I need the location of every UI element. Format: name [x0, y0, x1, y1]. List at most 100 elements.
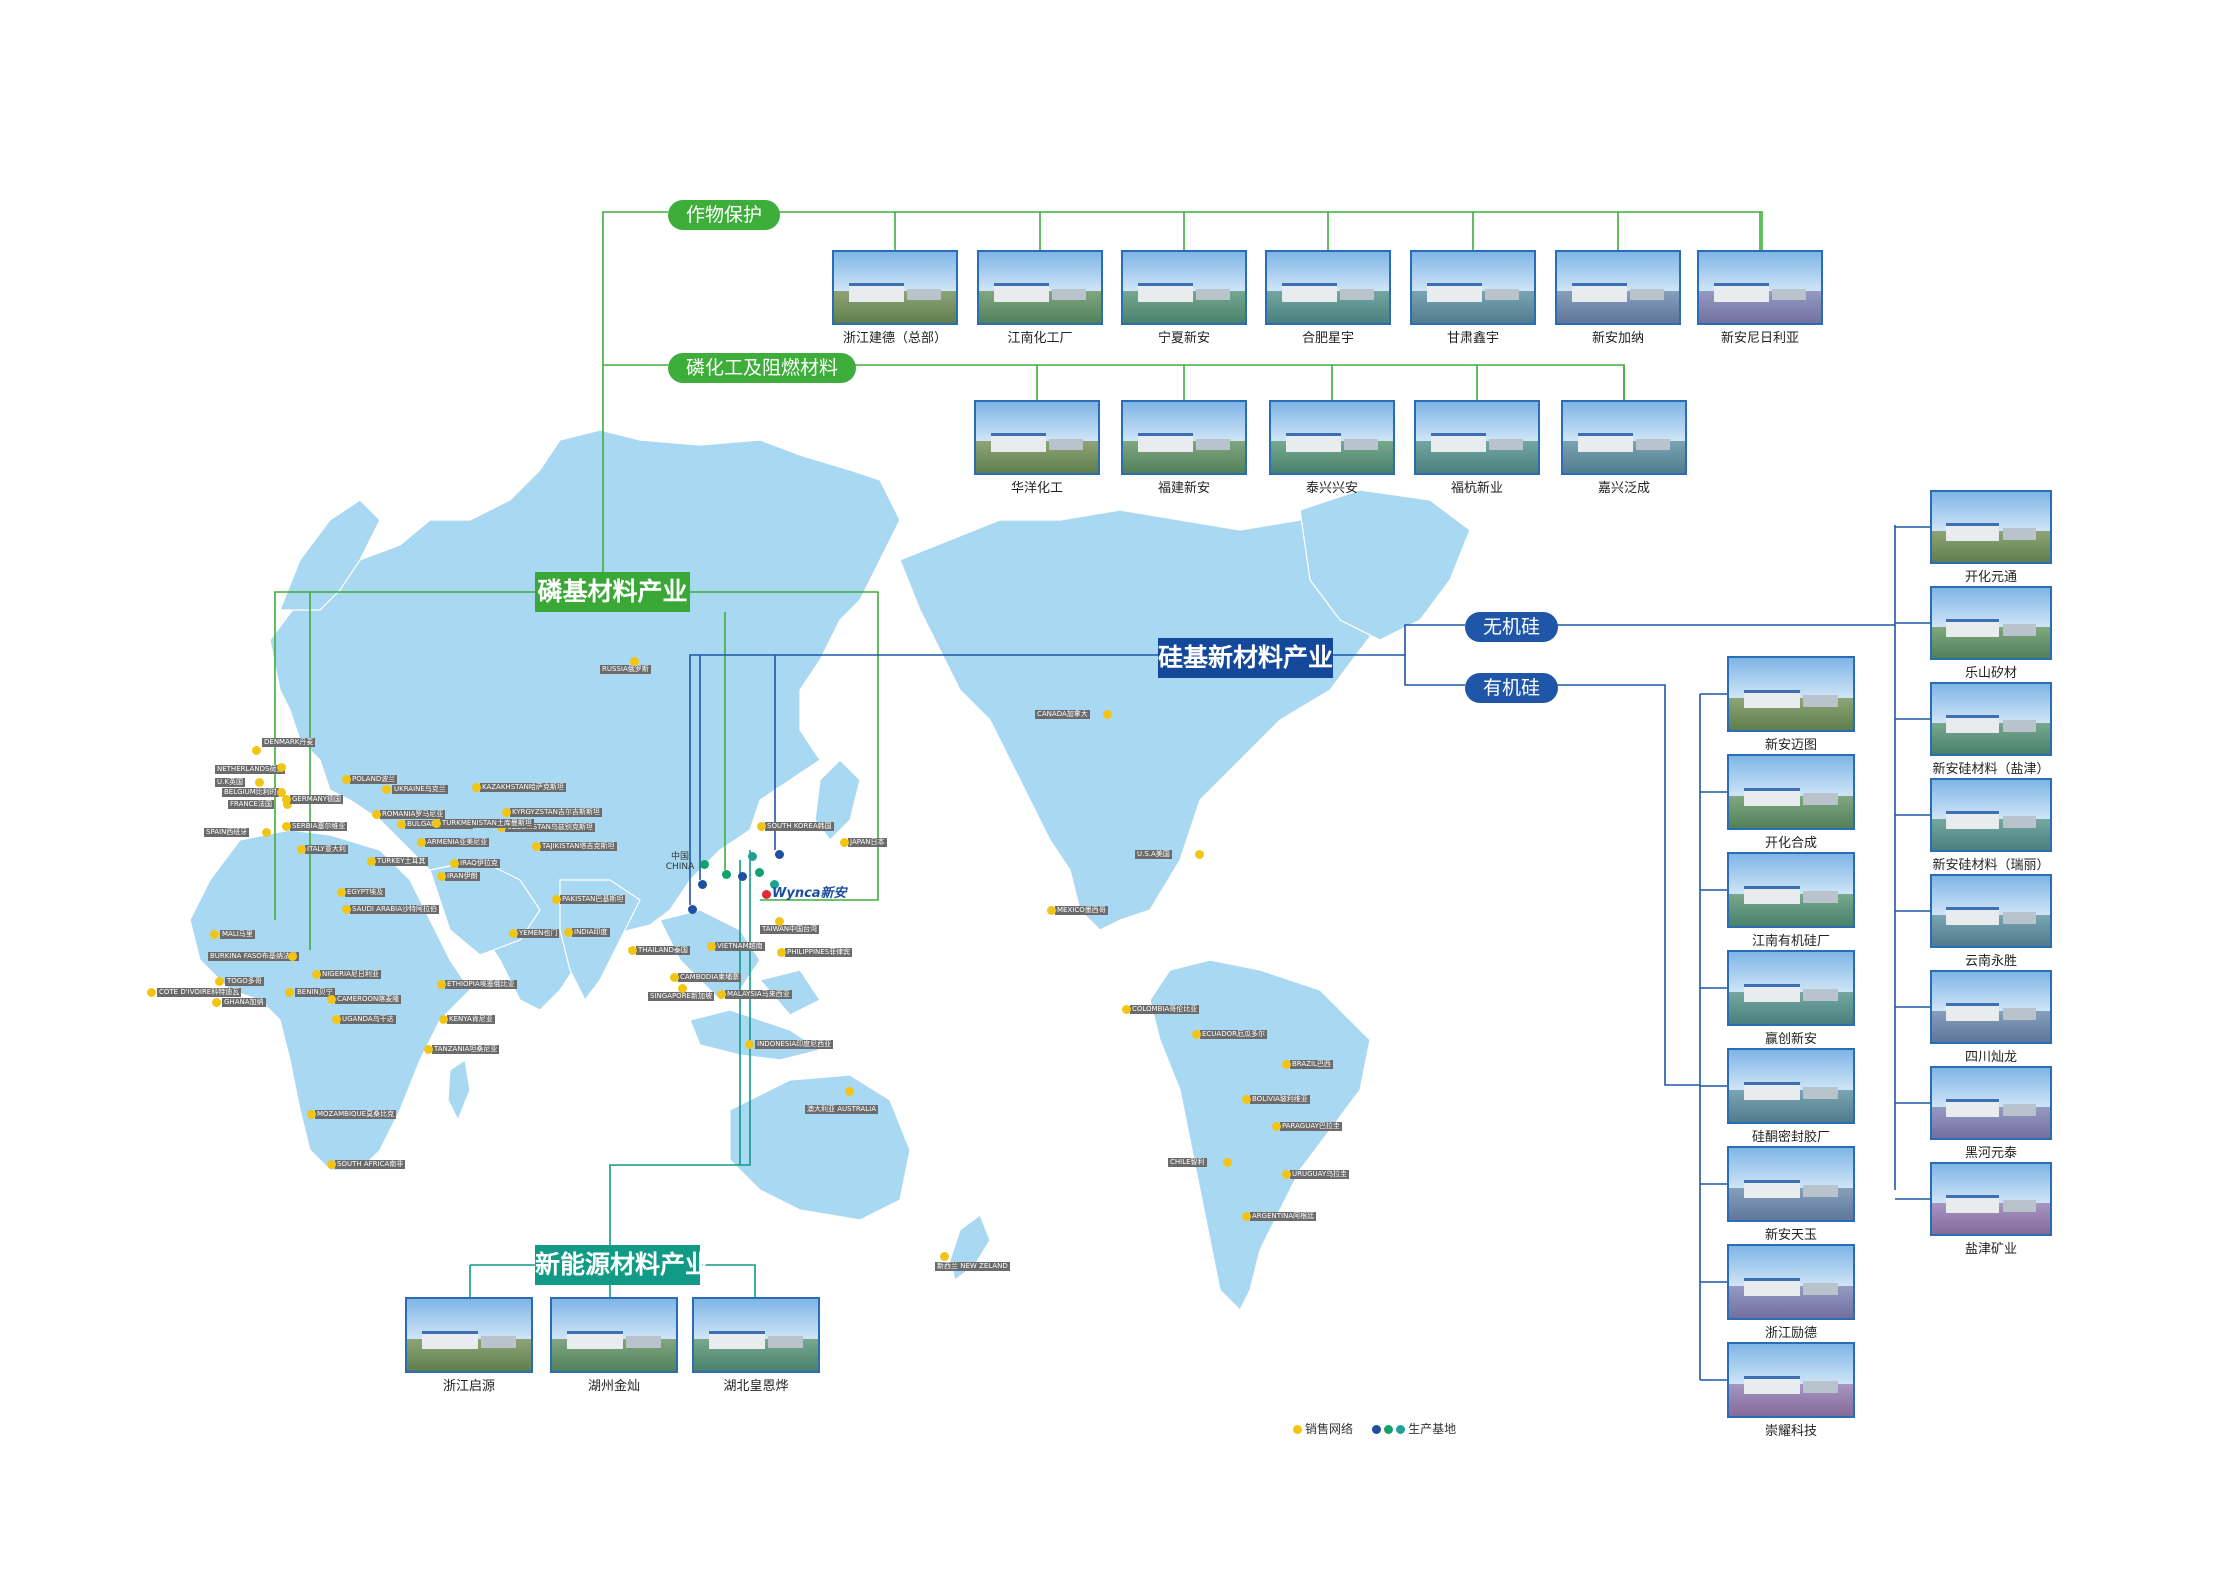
sales-network-dot — [397, 820, 406, 829]
country-label: TAJIKISTAN塔吉克斯坦 — [540, 842, 617, 851]
sales-network-dot — [678, 984, 687, 993]
organic-site-4: 硅酮密封胶厂 — [1727, 1048, 1855, 1145]
site-photo — [1930, 1162, 2052, 1236]
country-label: RUSSIA俄罗斯 — [600, 665, 651, 674]
country-label: SINGAPORE新加坡 — [648, 992, 714, 1001]
site-caption: 开化元通 — [1964, 570, 2017, 585]
sales-network-dot — [1282, 1170, 1291, 1179]
country-label: NETHERLANDS荷兰 — [215, 765, 286, 774]
silicon-industry-heading: 硅基新材料产业 — [1158, 638, 1333, 678]
country-label: PARAGUAY巴拉圭 — [1280, 1122, 1342, 1131]
site-caption: 湖北皇恩烨 — [723, 1379, 789, 1394]
country-label: URUGUAY乌拉圭 — [1290, 1170, 1350, 1179]
sales-network-dot — [757, 822, 766, 831]
country-label: SAUDI ARABIA沙特阿拉伯 — [350, 905, 439, 914]
country-label: JAPAN日本 — [848, 838, 887, 847]
sales-network-dot — [252, 746, 261, 755]
sales-network-dot — [277, 763, 286, 772]
country-label: INDIA印度 — [572, 928, 610, 937]
country-label: BURKINA FASO布基纳法索 — [208, 952, 299, 961]
site-caption: 云南永胜 — [1964, 954, 2017, 969]
country-label: COLOMBIA哥伦比亚 — [1130, 1005, 1200, 1014]
site-caption: 四川灿龙 — [1964, 1050, 2017, 1065]
site-photo — [692, 1297, 820, 1373]
sales-network-dot — [940, 1252, 949, 1261]
sales-network-dot — [372, 810, 381, 819]
site-caption: 华洋化工 — [1010, 481, 1063, 496]
sales-network-dot — [307, 1110, 316, 1119]
sales-network-dot — [745, 1040, 754, 1049]
country-label: 新西兰 NEW ZELAND — [935, 1262, 1010, 1271]
sales-network-dot — [255, 778, 264, 787]
production-dot-icon-teal — [1396, 1425, 1406, 1434]
sales-network-dot — [439, 1015, 448, 1024]
site-caption: 新安硅材料（瑞丽） — [1932, 858, 2050, 873]
country-label: SOUTH AFRICA南非 — [335, 1160, 406, 1169]
country-label: UZBEKISTAN乌兹别克斯坦 — [505, 823, 595, 832]
site-photo — [1410, 250, 1536, 325]
organic-site-3: 赢创新安 — [1727, 950, 1855, 1047]
sales-network-dot — [432, 819, 441, 828]
production-base-dot — [738, 872, 747, 881]
sales-network-dot — [342, 775, 351, 784]
country-label: 澳大利亚 AUSTRALIA — [805, 1105, 878, 1114]
site-photo — [1265, 250, 1391, 325]
phosphorus-industry-heading: 磷基材料产业 — [535, 572, 690, 612]
production-base-dot — [770, 880, 779, 889]
country-label: POLAND波兰 — [350, 775, 398, 784]
site-caption: 福杭新业 — [1450, 481, 1503, 496]
production-base-dot — [748, 852, 757, 861]
country-label: SERBIA塞尔维亚 — [290, 822, 348, 831]
organic-silicon-pill: 有机硅 — [1465, 673, 1559, 703]
sales-network-dot — [1192, 1030, 1201, 1039]
site-photo — [1121, 250, 1247, 325]
sales-network-dot — [215, 977, 224, 986]
site-caption: 开化合成 — [1764, 836, 1817, 851]
country-label: SPAIN西班牙 — [204, 828, 250, 837]
crop-site-2: 宁夏新安 — [1121, 250, 1247, 346]
sales-network-dot — [707, 942, 716, 951]
production-dot-icon-green — [1384, 1425, 1394, 1434]
sales-network-dot — [532, 842, 541, 851]
new-energy-industry-heading: 新能源材料产业 — [535, 1245, 710, 1285]
sales-network-dot — [502, 808, 511, 817]
sales-network-dot — [312, 970, 321, 979]
sales-network-dot — [1282, 1060, 1291, 1069]
sales-network-dot — [288, 952, 297, 961]
site-photo — [1930, 778, 2052, 852]
country-label: VIETNAM越南 — [715, 942, 765, 951]
site-photo — [1930, 682, 2052, 756]
country-label: KAZAKHSTAN哈萨克斯坦 — [480, 783, 566, 792]
site-caption: 乐山矽材 — [1964, 666, 2017, 681]
country-label: U.S.A美国 — [1135, 850, 1172, 859]
country-label: BOLIVIA玻利维亚 — [1250, 1095, 1310, 1104]
site-photo — [550, 1297, 678, 1373]
country-label: IRAN伊朗 — [445, 872, 480, 881]
site-photo — [1930, 586, 2052, 660]
sales-network-dot — [424, 1045, 433, 1054]
production-base-dot — [775, 850, 784, 859]
site-caption: 崇耀科技 — [1764, 1424, 1817, 1439]
site-photo — [1561, 400, 1687, 475]
production-dot-icon-blue — [1372, 1425, 1382, 1434]
organic-site-1: 开化合成 — [1727, 754, 1855, 851]
sales-network-dot — [262, 828, 271, 837]
crop-site-4: 甘肃鑫宇 — [1410, 250, 1536, 346]
site-caption: 浙江启源 — [442, 1379, 495, 1394]
site-caption: 合肥星宇 — [1301, 331, 1354, 346]
sales-network-dot — [282, 795, 291, 804]
sales-network-dot — [297, 845, 306, 854]
crop-site-0: 浙江建德（总部） — [832, 250, 958, 346]
sales-dot-icon — [1293, 1425, 1302, 1434]
site-photo — [1727, 1048, 1855, 1124]
sales-network-dot — [417, 838, 426, 847]
country-label: MEXICO墨西哥 — [1055, 906, 1108, 915]
country-label: YEMEN也门 — [517, 929, 560, 938]
country-label: CANADA加拿大 — [1035, 710, 1090, 719]
country-label: MALI马里 — [220, 930, 255, 939]
country-label: MOZAMBIQUE莫桑比克 — [315, 1110, 397, 1119]
country-label: TURKMENISTAN土库曼斯坦 — [440, 819, 534, 828]
sales-network-dot — [437, 872, 446, 881]
sales-network-dot — [777, 948, 786, 957]
